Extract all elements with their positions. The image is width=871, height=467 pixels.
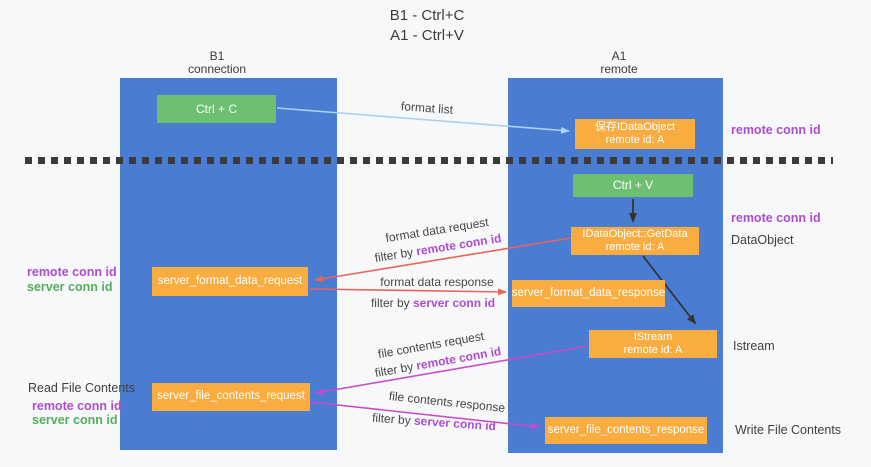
node-ctrl-c-label: Ctrl + C [195, 101, 237, 116]
lane-header-b1: B1 connection [188, 50, 246, 76]
lane-a1-name: A1 [611, 49, 627, 63]
lane-a1-role: remote [600, 62, 638, 76]
side-label-read-file-contents: Read File Contents [28, 381, 136, 395]
side-label-remote-conn-id-mid: remote conn id [731, 211, 821, 225]
lane-b1-name: B1 [209, 49, 225, 63]
title-line-2: A1 - Ctrl+V [390, 27, 464, 44]
node-server-file-contents-response: server_file_contents_response [545, 417, 707, 444]
node-istream-line1: IStream [633, 330, 673, 343]
side-label-remote-conn-id-left-2: remote conn id [32, 399, 122, 413]
side-label-server-conn-id-left-2: server conn id [32, 413, 118, 427]
node-idataobject-getdata: IDataObject::GetData remote id: A [571, 227, 699, 255]
node-server-format-data-response: server_format_data_response [512, 280, 665, 307]
node-server-file-contents-request-label: server_file_contents_request [157, 390, 305, 403]
label-filter-by-server-1: filter by server conn id [371, 296, 495, 310]
title-line-1: B1 - Ctrl+C [389, 7, 465, 24]
label-format-data-response: format data response [380, 275, 494, 289]
node-ctrl-v: Ctrl + V [573, 174, 693, 197]
filter-by-text: filter by [370, 296, 410, 310]
node-server-file-contents-response-label: server_file_contents_response [547, 423, 705, 436]
node-save-idataobject-line1: 保存IDataObject [594, 120, 676, 133]
node-ctrl-c: Ctrl + C [157, 95, 276, 123]
side-label-remote-conn-id-top: remote conn id [731, 123, 821, 137]
side-label-istream: Istream [733, 339, 775, 353]
dashed-separator [25, 157, 833, 164]
node-save-idataobject: 保存IDataObject remote id: A [575, 119, 695, 149]
node-ctrl-v-label: Ctrl + V [612, 178, 654, 193]
node-istream: IStream remote id: A [589, 330, 717, 358]
filter-by-text: filter by [371, 410, 412, 428]
diagram-title: B1 - Ctrl+C A1 - Ctrl+V [390, 6, 465, 46]
arrow-getdata-to-istream [642, 255, 697, 325]
arrow-format-data-response [309, 288, 507, 296]
node-server-format-data-response-label: server_format_data_response [511, 286, 666, 299]
arrow-file-contents-response [309, 401, 540, 430]
server-conn-id-text: server conn id [413, 296, 496, 310]
side-label-server-conn-id-left-1: server conn id [27, 280, 113, 294]
side-label-remote-conn-id-left-1: remote conn id [27, 265, 117, 279]
arrow-format-list [276, 107, 570, 134]
lane-b1-role: connection [187, 62, 247, 76]
node-getdata-line2: remote id: A [605, 241, 665, 253]
node-server-file-contents-request: server_file_contents_request [152, 383, 310, 411]
side-label-write-file-contents: Write File Contents [735, 423, 842, 437]
arrow-file-contents-request [315, 345, 589, 396]
arrow-format-data-request [314, 237, 572, 283]
node-server-format-data-request-label: server_format_data_request [157, 274, 303, 287]
node-istream-line2: remote id: A [623, 344, 683, 356]
node-server-format-data-request: server_format_data_request [152, 267, 308, 296]
node-save-idataobject-line2: remote id: A [605, 134, 665, 146]
side-label-dataobject: DataObject [731, 233, 794, 247]
node-getdata-line1: IDataObject::GetData [582, 227, 688, 240]
lane-header-a1: A1 remote [600, 50, 637, 76]
